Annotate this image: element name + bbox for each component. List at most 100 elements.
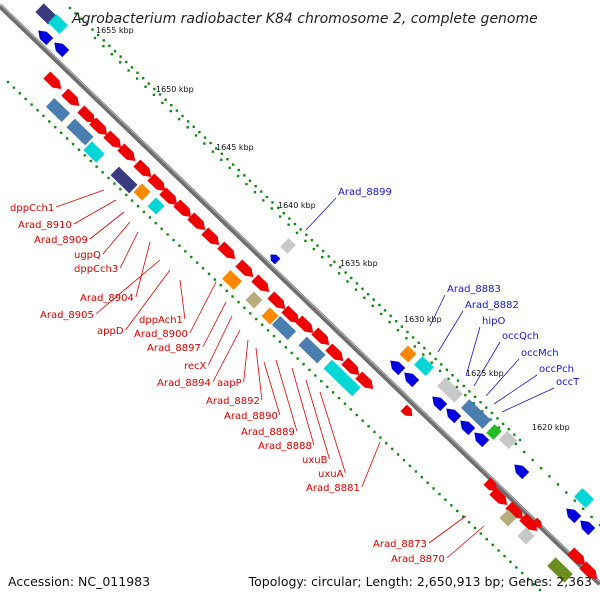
leader-occPch bbox=[493, 374, 538, 405]
gene-label-ugpQ: ugpQ bbox=[74, 250, 101, 261]
gc-dot-mid bbox=[354, 288, 358, 291]
cds-forward-5 bbox=[117, 143, 136, 161]
gc-dot-outer bbox=[299, 228, 302, 231]
cds-forward-extra-0 bbox=[400, 404, 413, 417]
gc-dot-outer bbox=[428, 352, 432, 355]
cds-reverse-8 bbox=[514, 464, 530, 480]
gc-dot-inner bbox=[184, 250, 187, 253]
reverse-block-1 bbox=[399, 345, 417, 363]
gc-dot-outer bbox=[496, 417, 499, 420]
gc-dot-inner bbox=[355, 413, 358, 417]
cds-forward-20-shape bbox=[341, 357, 360, 375]
leader-Arad_8883 bbox=[429, 294, 446, 327]
cds-reverse-2 bbox=[390, 360, 406, 376]
gene-label-Arad_8870: Arad_8870 bbox=[391, 554, 445, 565]
feature-block-1-shape bbox=[66, 118, 94, 146]
cds-forward-extra-1 bbox=[483, 477, 498, 491]
gc-dot-inner bbox=[414, 470, 418, 473]
gc-dot-mid bbox=[464, 393, 467, 397]
gc-dot-inner bbox=[284, 346, 288, 349]
cds-reverse-7 bbox=[474, 432, 490, 448]
gc-dot-outer bbox=[310, 239, 314, 242]
gc-dot-inner bbox=[278, 340, 282, 343]
reverse-block-4 bbox=[461, 399, 491, 429]
gc-dot-inner bbox=[65, 137, 69, 140]
cds-forward-12-shape bbox=[217, 241, 236, 259]
gc-dot-mid bbox=[573, 499, 576, 502]
gc-dot-mid bbox=[127, 69, 130, 72]
gc-dot-inner bbox=[343, 402, 347, 405]
gc-dot-outer bbox=[490, 411, 494, 415]
feature-block-7 bbox=[245, 291, 263, 309]
kbp-label-0: 1655 kbp bbox=[96, 26, 134, 35]
gc-dot-inner bbox=[320, 379, 323, 383]
gc-dot-outer bbox=[102, 39, 105, 42]
gc-dot-inner bbox=[444, 498, 447, 501]
gc-dot-inner bbox=[467, 521, 471, 524]
leader-occQch bbox=[473, 341, 501, 387]
gc-dot-outer bbox=[479, 401, 482, 404]
cds-reverse-4 bbox=[432, 396, 448, 412]
gc-dot-outer bbox=[456, 379, 460, 382]
gc-dot-outer bbox=[400, 325, 404, 328]
feature-block-14-shape bbox=[547, 557, 573, 583]
gc-dot-inner bbox=[538, 588, 542, 592]
gc-dot-mid bbox=[220, 158, 223, 161]
gc-dot-outer bbox=[327, 255, 330, 258]
gc-dot-outer bbox=[226, 158, 229, 161]
cds-reverse-0-shape bbox=[54, 42, 70, 58]
gc-dot-outer bbox=[248, 179, 252, 182]
gc-dot-outer bbox=[203, 136, 207, 139]
gc-dot-outer bbox=[96, 33, 100, 37]
gc-dot-inner bbox=[219, 284, 222, 287]
gc-dot-outer bbox=[355, 282, 359, 285]
gene-label-Arad_8897: Arad_8897 bbox=[147, 343, 201, 354]
cds-forward-13 bbox=[235, 259, 254, 277]
gc-dot-outer bbox=[366, 293, 370, 296]
cds-reverse-9-shape bbox=[566, 508, 582, 524]
leader-ugpQ bbox=[102, 221, 131, 255]
kbp-label-6: 1625 kbp bbox=[466, 369, 504, 378]
leader-Arad_8882 bbox=[437, 310, 464, 353]
gc-dot-inner bbox=[231, 295, 234, 298]
feature-block-4-shape bbox=[133, 183, 151, 201]
gc-dot-inner bbox=[255, 317, 258, 321]
feature-block-14 bbox=[547, 557, 573, 583]
gene-label-Arad_8899: Arad_8899 bbox=[338, 187, 392, 198]
cds-forward-11-shape bbox=[201, 227, 220, 245]
leader-Arad_8889 bbox=[275, 359, 298, 432]
leader-Arad_8904 bbox=[135, 241, 151, 298]
gc-dot-inner bbox=[77, 148, 81, 151]
feature-block-11 bbox=[323, 359, 361, 397]
feature-block-3-shape bbox=[110, 166, 138, 194]
leader-uxuB bbox=[305, 379, 330, 460]
feature-block-2 bbox=[83, 141, 105, 163]
leader-Arad_8905 bbox=[95, 259, 161, 315]
gc-dot-mid bbox=[371, 304, 374, 308]
gc-dot-inner bbox=[195, 261, 199, 264]
gc-dot-mid bbox=[472, 402, 475, 405]
gc-dot-outer bbox=[389, 314, 392, 317]
gc-dot-inner bbox=[532, 583, 536, 586]
gc-dot-outer bbox=[237, 168, 240, 172]
gc-dot-inner bbox=[326, 385, 329, 388]
feature-block-13-shape bbox=[517, 527, 535, 545]
cds-forward-16 bbox=[281, 305, 300, 323]
gc-dot-outer bbox=[344, 271, 347, 274]
gc-dot-mid bbox=[405, 337, 408, 340]
reverse-block-7 bbox=[574, 488, 594, 508]
gc-dot-inner bbox=[125, 193, 128, 197]
cds-forward-13-shape bbox=[235, 259, 254, 277]
gc-dot-inner bbox=[30, 103, 33, 106]
cds-forward-22 bbox=[489, 487, 508, 505]
cds-forward-17 bbox=[295, 315, 314, 333]
gc-dot-inner bbox=[190, 255, 193, 259]
gc-dot-mid bbox=[262, 199, 265, 202]
gc-dot-mid bbox=[194, 134, 198, 137]
gc-dot-inner bbox=[337, 396, 341, 400]
cds-forward-24 bbox=[519, 513, 538, 531]
cds-forward-14-shape bbox=[251, 274, 270, 292]
feature-block-2-shape bbox=[83, 141, 105, 163]
gc-dot-outer bbox=[321, 249, 325, 253]
reverse-block-3 bbox=[437, 377, 463, 403]
